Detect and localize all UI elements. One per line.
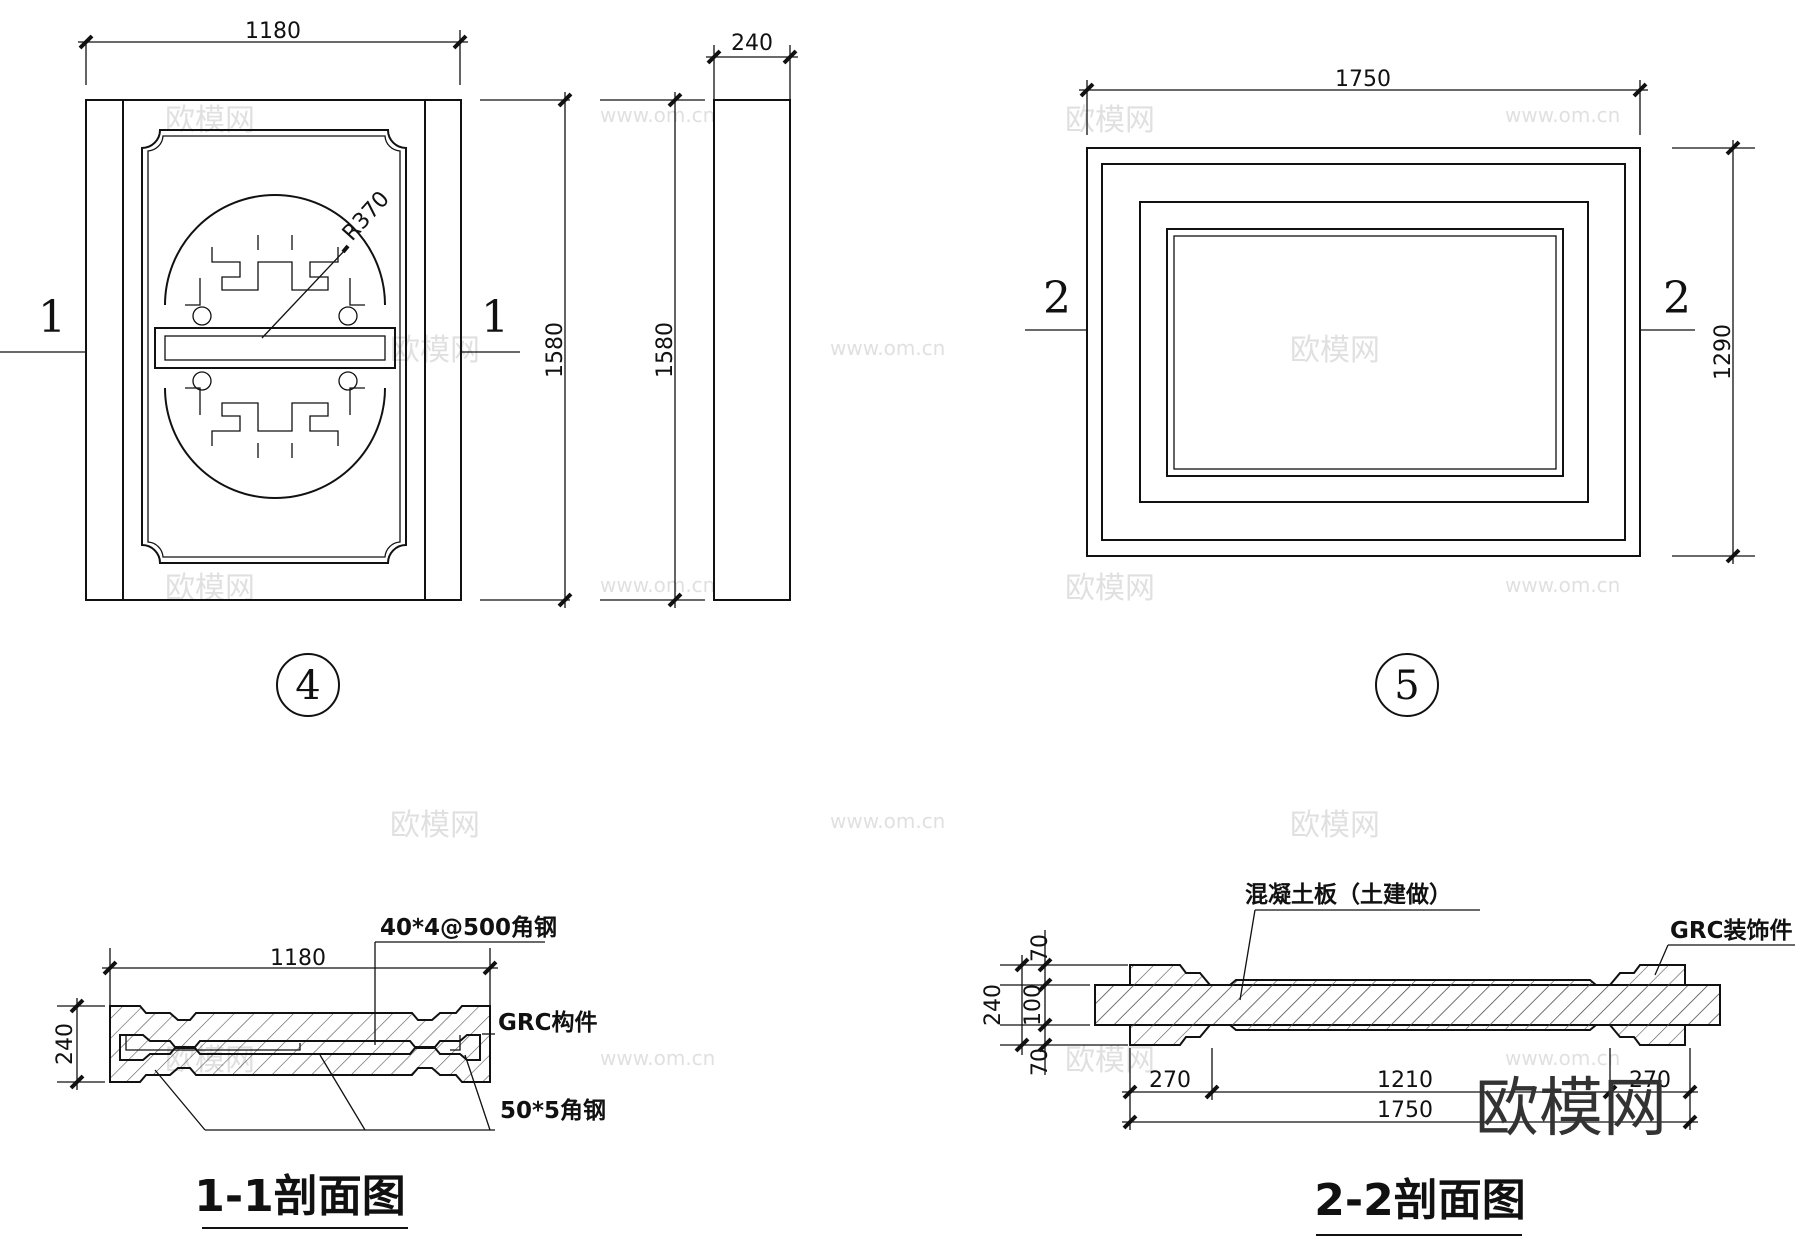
panel-outer-frame bbox=[85, 99, 462, 601]
note-angle-steel-small: 50*5角钢 bbox=[500, 1097, 606, 1124]
dim-section-thickness-240: 240 bbox=[53, 1023, 78, 1065]
section-mark-1-left: 1 bbox=[38, 292, 66, 343]
dim-right-270: 270 bbox=[1629, 1068, 1671, 1093]
watermark-brand: 欧模网 bbox=[390, 333, 480, 368]
dim-width-1750: 1750 bbox=[1335, 67, 1391, 92]
watermark-brand: 欧模网 bbox=[1290, 808, 1380, 843]
drawing-4-elevation: 1180 R370 bbox=[0, 19, 573, 717]
watermark-url: www.om.cn bbox=[600, 103, 715, 127]
watermark-url: www.om.cn bbox=[830, 809, 945, 833]
section-title-2-2: 2-2剖面图 bbox=[1314, 1175, 1526, 1226]
watermark-url: www.om.cn bbox=[1505, 103, 1620, 127]
dim-left-270: 270 bbox=[1149, 1068, 1191, 1093]
dim-total-240: 240 bbox=[981, 984, 1006, 1026]
dim-center-1210: 1210 bbox=[1377, 1068, 1433, 1093]
watermark-url: www.om.cn bbox=[600, 1046, 715, 1070]
drawing-number-circle bbox=[1375, 653, 1439, 717]
drawing-5-elevation: 1750 2 2 1290 5 bbox=[1025, 67, 1755, 717]
watermark-url: www.om.cn bbox=[600, 573, 715, 597]
brand-logo: 欧模网 bbox=[1475, 1072, 1667, 1146]
side-panel bbox=[713, 99, 791, 601]
watermark-brand: 欧模网 bbox=[1290, 333, 1380, 368]
section-title-1-1: 1-1剖面图 bbox=[194, 1171, 406, 1222]
watermark-brand: 欧模网 bbox=[1065, 571, 1155, 606]
dim-radius-r370: R370 bbox=[338, 187, 395, 246]
watermark-brand: 欧模网 bbox=[1065, 103, 1155, 138]
grc-decorative-profile bbox=[1094, 964, 1721, 1046]
frame-third bbox=[1139, 201, 1589, 503]
section-mark-2-right: 2 bbox=[1663, 273, 1691, 324]
dim-mid-100: 100 bbox=[1021, 984, 1046, 1026]
dim-height-1580: 1580 bbox=[543, 322, 568, 378]
frame-outer bbox=[1086, 147, 1641, 557]
inner-panel-outline bbox=[141, 129, 407, 564]
dim-thickness-240: 240 bbox=[731, 31, 773, 56]
note-grc-decorative: GRC装饰件 bbox=[1670, 917, 1792, 944]
note-concrete-slab: 混凝土板（土建做） bbox=[1245, 881, 1452, 908]
dim-bottom-70: 70 bbox=[1028, 1048, 1053, 1076]
watermark-brand: 欧模网 bbox=[390, 808, 480, 843]
dim-top-70: 70 bbox=[1028, 934, 1053, 962]
dim-total-1750: 1750 bbox=[1377, 1098, 1433, 1123]
frame-second bbox=[1101, 163, 1626, 541]
shou-medallion: R370 bbox=[154, 187, 396, 499]
section-2-2: 混凝土板（土建做） GRC装饰件 240 70 100 70 270 1210 bbox=[981, 881, 1795, 1236]
dim-section-width-1180: 1180 bbox=[270, 946, 326, 971]
watermark-url: www.om.cn bbox=[830, 336, 945, 360]
dim-height-1290: 1290 bbox=[1711, 324, 1736, 380]
watermark-url: www.om.cn bbox=[1505, 573, 1620, 597]
watermark-brand: 欧模网 bbox=[1065, 1043, 1155, 1078]
drawing-number-4: 4 bbox=[295, 663, 320, 709]
section-1-1: 1180 240 40*4@500角钢 GRC构件 50*5角钢 1-1剖面图 bbox=[53, 914, 606, 1229]
frame-inner bbox=[1166, 228, 1564, 477]
dim-side-height-1580: 1580 bbox=[653, 322, 678, 378]
note-grc-component: GRC构件 bbox=[498, 1009, 597, 1036]
drawing-number-5: 5 bbox=[1394, 663, 1419, 709]
drawing-number-circle bbox=[276, 653, 340, 717]
note-angle-steel: 40*4@500角钢 bbox=[380, 914, 557, 941]
section-mark-2-left: 2 bbox=[1043, 273, 1071, 324]
watermark-url: www.om.cn bbox=[1505, 1046, 1620, 1070]
watermark-brand: 欧模网 bbox=[165, 103, 255, 138]
drawing-4-side-elevation: 240 1580 bbox=[600, 31, 798, 608]
section-mark-1-right: 1 bbox=[481, 292, 509, 343]
dim-width-1180: 1180 bbox=[245, 19, 301, 44]
